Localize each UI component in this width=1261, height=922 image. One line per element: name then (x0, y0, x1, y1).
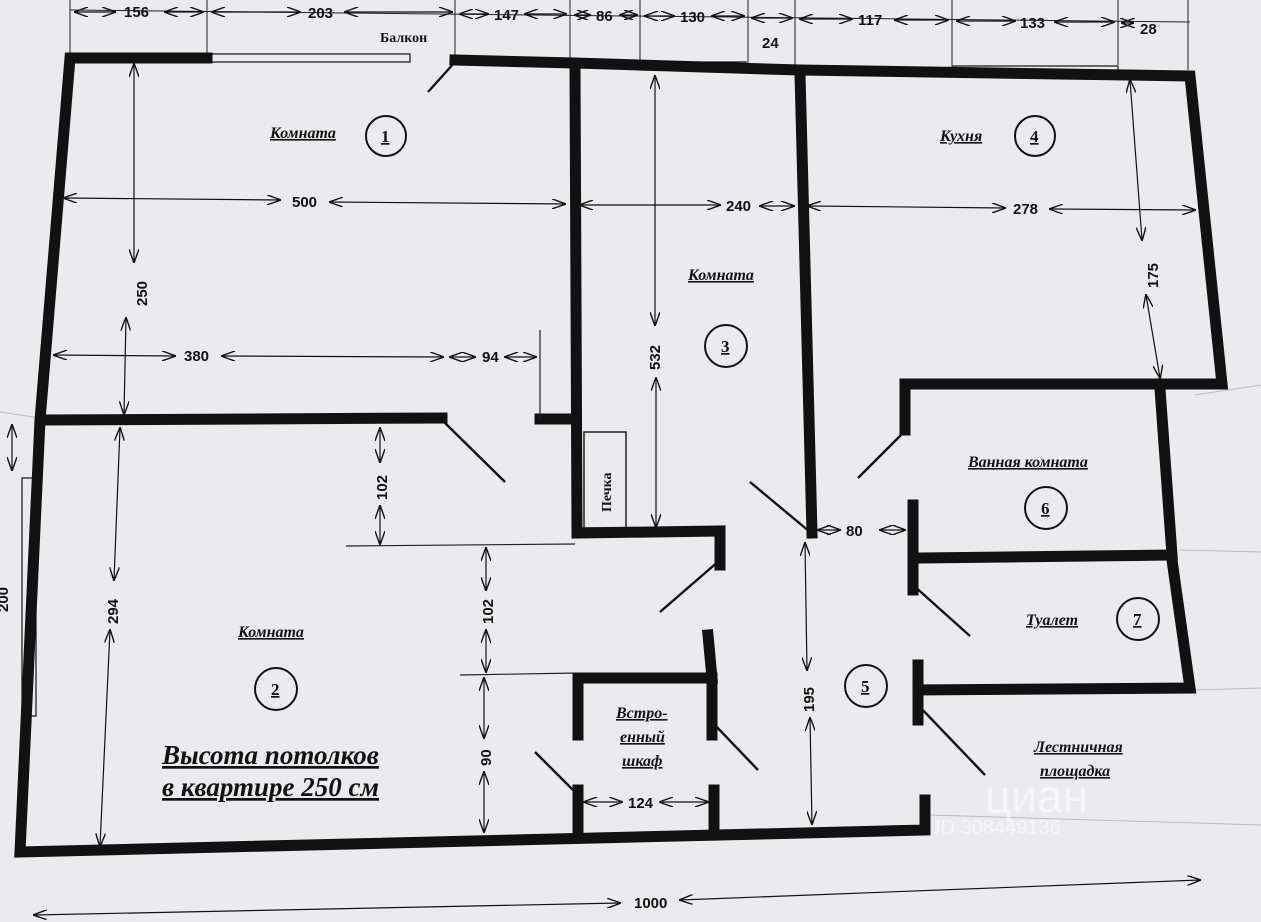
door-swings (427, 61, 986, 796)
dim-closet-width: 124 (628, 795, 654, 812)
top-dim-117: 117 (858, 12, 882, 29)
dim-room1-width: 500 (292, 194, 317, 211)
paper-lines (0, 384, 1261, 826)
stove-label: Печка (600, 472, 615, 512)
top-dim-130: 130 (680, 9, 705, 26)
room-3: Комната 3 (687, 267, 754, 368)
watermark-id: ID 308449136 (935, 817, 1061, 839)
room-7: Туалет 7 (1026, 597, 1160, 641)
dim-kitchen-width: 278 (1013, 201, 1038, 218)
top-dim-28: 28 (1140, 21, 1157, 38)
dim-corridor-102b: 102 (480, 599, 497, 624)
room-7-label: Туалет (1026, 612, 1078, 629)
top-dim-156: 156 (124, 4, 149, 21)
closet-label-line3: шкаф (622, 753, 663, 770)
stair-label-line2: площадка (1040, 763, 1110, 780)
dim-room3-height: 532 (647, 345, 664, 370)
ceiling-note-line1: Высота потолков (161, 740, 379, 770)
stove-box (583, 431, 627, 529)
dim-kitchen-height: 175 (1145, 263, 1162, 288)
dim-left-edge: 200 (0, 587, 12, 612)
dim-hall-height: 195 (801, 687, 818, 712)
top-dimension-chain: 156 203 147 86 130 24 117 133 28 (69, 0, 1191, 70)
stair-landing-label: Лестничная площадка (1033, 739, 1123, 780)
ceiling-note: Высота потолков в квартире 250 см (161, 740, 379, 802)
closet-label-line1: Встро- (615, 705, 668, 722)
room-2-label: Комната (237, 624, 304, 641)
top-dim-203: 203 (308, 5, 333, 22)
dim-room1-height: 250 (134, 281, 151, 306)
thin-lines (345, 330, 579, 676)
room-5: 5 (844, 664, 888, 708)
room-3-number: 3 (721, 337, 730, 356)
room-3-label: Комната (687, 267, 754, 284)
room-2: Комната 2 (237, 624, 304, 711)
top-dim-147: 147 (494, 7, 519, 24)
ceiling-note-line2: в квартире 250 см (162, 772, 379, 802)
room-4-label: Кухня (939, 128, 982, 145)
dim-total-width: 1000 (634, 895, 667, 912)
horizontal-dimensions (34, 198, 1200, 915)
room-1-label: Комната (269, 125, 336, 142)
dim-corridor-102a: 102 (374, 475, 391, 500)
room-5-number: 5 (861, 677, 870, 696)
watermark: циан ID 308449136 (935, 770, 1088, 839)
dim-room1-lower-width: 380 (184, 348, 209, 365)
room-1-number: 1 (381, 127, 390, 146)
top-dim-86: 86 (596, 8, 613, 25)
closet-label-line2: енный (620, 729, 665, 746)
room-6: Ванная комната 6 (967, 454, 1088, 530)
stair-label-line1: Лестничная (1033, 739, 1123, 756)
room-7-number: 7 (1133, 610, 1142, 629)
closet-label: Встро- енный шкаф (615, 705, 668, 770)
room-1: Комната 1 (269, 115, 407, 157)
walls (14, 52, 1229, 858)
vertical-dimensions (12, 64, 1160, 846)
room-2-number: 2 (271, 680, 280, 699)
watermark-brand: циан (985, 770, 1088, 822)
room-6-label: Ванная комната (967, 454, 1088, 471)
room-4: Кухня 4 (939, 115, 1056, 157)
dim-corridor-90: 90 (478, 749, 495, 766)
dim-room1-notch: 94 (482, 349, 499, 366)
room-6-number: 6 (1041, 499, 1050, 518)
balcony-label: Балкон (380, 31, 427, 46)
dim-room2-height: 294 (105, 598, 122, 624)
dim-doorway-80: 80 (846, 523, 863, 540)
top-dim-133: 133 (1020, 15, 1045, 32)
top-dim-24: 24 (762, 35, 779, 52)
dim-room3-width: 240 (726, 198, 751, 215)
room-4-number: 4 (1030, 127, 1039, 146)
